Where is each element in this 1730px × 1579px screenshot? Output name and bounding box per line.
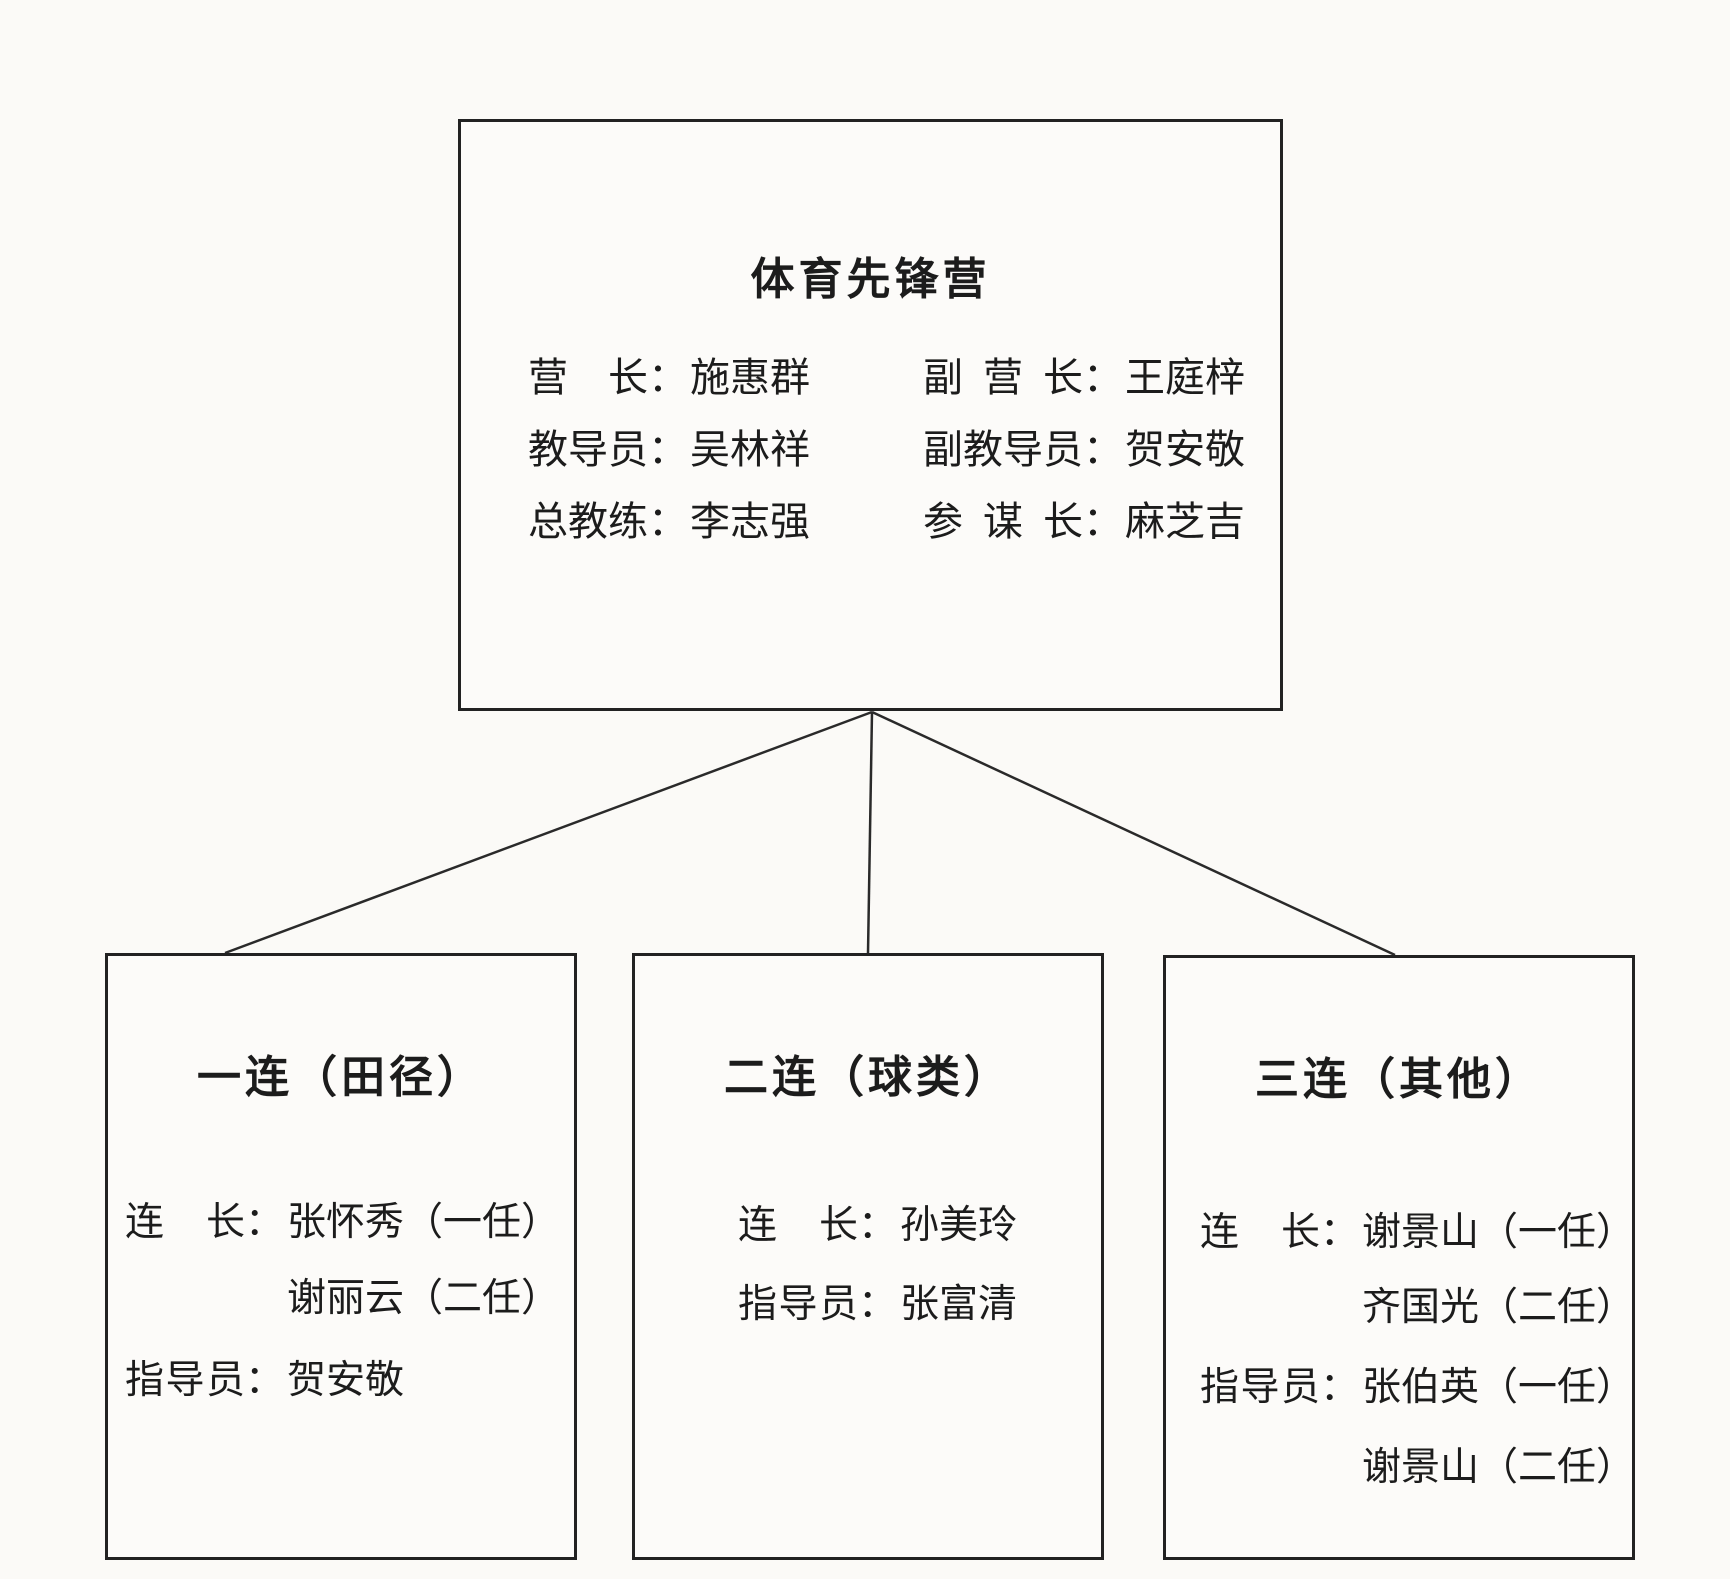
unit-line: 连长：孙美玲 (738, 1206, 1017, 1245)
officer-cell: 副营长：王庭梓 (923, 358, 1245, 398)
unit-line: 连长：谢景山（一任） (1200, 1213, 1635, 1252)
role-label: 指导员 (738, 1282, 858, 1327)
role-label: 总教练 (528, 499, 648, 545)
unit-box-company-3: 三连（其他） 连长：谢景山（一任） 齐国光（二任） 指导员：张伯英（一任） 谢景… (1163, 955, 1635, 1560)
unit-line: 齐国光（二任） (1200, 1288, 1635, 1327)
unit-line: 谢丽云（二任） (125, 1279, 560, 1318)
unit-title: 三连（其他） (1255, 1054, 1543, 1105)
role-label: 营长 (528, 355, 648, 401)
colon: ： (648, 355, 688, 401)
officer-name: 贺安敬 (1125, 427, 1245, 473)
colon: ： (245, 1358, 285, 1403)
officer-row: 总教练：李志强 参谋长：麻芝吉 (528, 502, 1280, 546)
role-label: 参谋长 (923, 499, 1083, 545)
officer-row: 营长：施惠群 副营长：王庭梓 (528, 358, 1280, 402)
officer-cell: 副教导员：贺安敬 (923, 430, 1245, 470)
colon: ： (1320, 1210, 1360, 1255)
unit-box-company-2: 二连（球类） 连长：孙美玲 指导员：张富清 (632, 953, 1104, 1560)
member-name: 孙美玲 (900, 1203, 1018, 1248)
role-label: 连长 (1200, 1210, 1320, 1255)
member-name: 贺安敬 (287, 1358, 405, 1403)
colon: ： (858, 1282, 898, 1327)
connector-line-right (871, 710, 1396, 957)
role-label: 教导员 (528, 427, 648, 473)
role-label: 副教导员 (923, 427, 1083, 473)
battalion-title: 体育先锋营 (750, 254, 991, 305)
officer-name: 王庭梓 (1125, 355, 1245, 401)
role-label: 指导员 (1200, 1365, 1320, 1410)
colon: ： (648, 499, 688, 545)
officer-row: 教导员：吴林祥 副教导员：贺安敬 (528, 430, 1280, 474)
unit-box-company-1: 一连（田径） 连长：张怀秀（一任） 谢丽云（二任） 指导员：贺安敬 (105, 953, 577, 1560)
unit-title: 一连（田径） (197, 1052, 485, 1103)
member-name: 谢景山（二任） (1362, 1445, 1636, 1490)
colon: ： (648, 427, 688, 473)
root-box-battalion: 体育先锋营 营长：施惠群 副营长：王庭梓 教导员：吴林祥 副教导员：贺安敬 总教… (458, 119, 1283, 711)
unit-line: 连长：张怀秀（一任） (125, 1203, 560, 1242)
member-name: 张伯英（一任） (1362, 1365, 1636, 1410)
colon: ： (1083, 499, 1123, 545)
unit-line: 指导员：张富清 (738, 1285, 1017, 1324)
officer-cell: 总教练：李志强 (528, 502, 810, 542)
officer-cell: 参谋长：麻芝吉 (923, 502, 1245, 542)
member-name: 谢丽云（二任） (287, 1276, 561, 1321)
member-name: 谢景山（一任） (1362, 1210, 1636, 1255)
officer-name: 吴林祥 (690, 427, 810, 473)
officer-cell: 营长：施惠群 (528, 358, 810, 398)
colon: ： (245, 1200, 285, 1245)
officer-name: 麻芝吉 (1125, 499, 1245, 545)
colon: ： (1320, 1365, 1360, 1410)
colon: ： (858, 1203, 898, 1248)
unit-title: 二连（球类） (724, 1052, 1012, 1103)
role-label: 指导员 (125, 1358, 245, 1403)
member-name: 张富清 (900, 1282, 1018, 1327)
connector-line-left (224, 710, 873, 955)
officer-cell: 教导员：吴林祥 (528, 430, 810, 470)
colon: ： (1083, 427, 1123, 473)
member-name: 张怀秀（一任） (287, 1200, 561, 1245)
role-label: 连长 (738, 1203, 858, 1248)
role-label: 副营长 (923, 355, 1083, 401)
officer-name: 李志强 (690, 499, 810, 545)
unit-line: 谢景山（二任） (1200, 1448, 1635, 1487)
unit-line: 指导员：贺安敬 (125, 1361, 404, 1400)
unit-line: 指导员：张伯英（一任） (1200, 1368, 1635, 1407)
connector-line-middle (866, 711, 874, 954)
member-name: 齐国光（二任） (1362, 1285, 1636, 1330)
officer-name: 施惠群 (690, 355, 810, 401)
colon: ： (1083, 355, 1123, 401)
role-label: 连长 (125, 1200, 245, 1245)
